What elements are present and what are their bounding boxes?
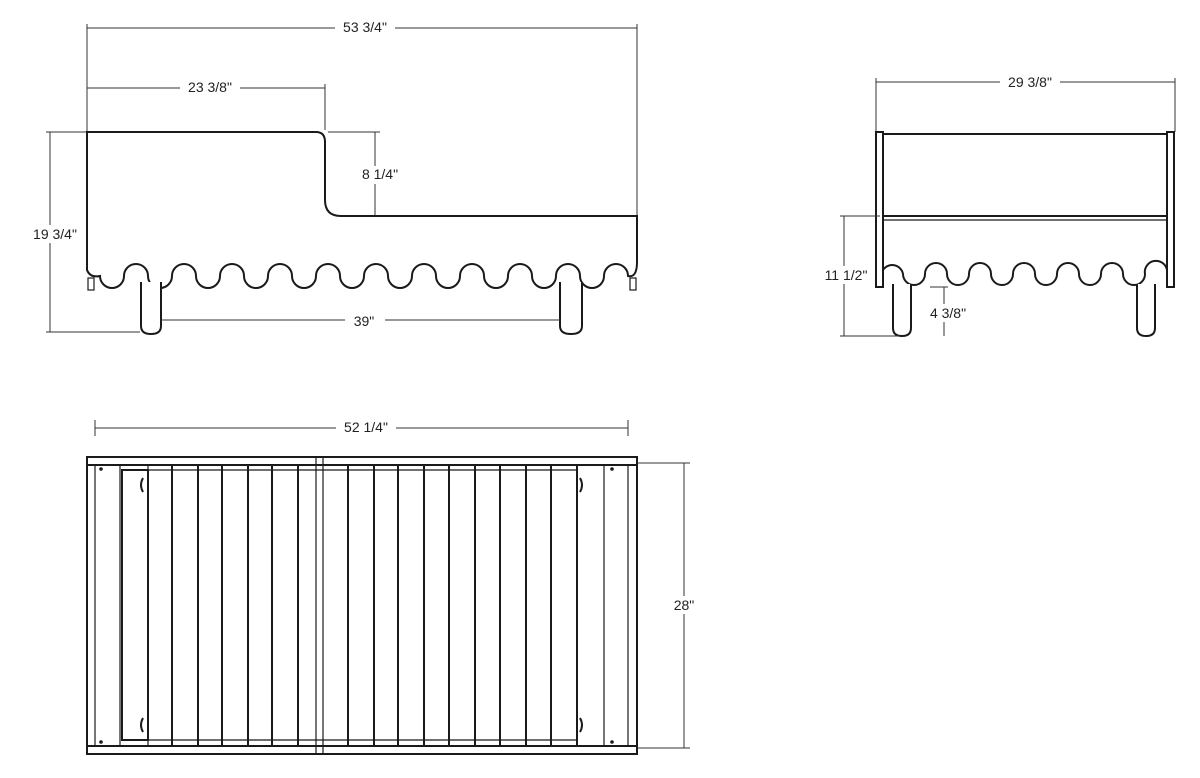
side-end-post-right [629, 277, 637, 291]
dim-top-overall-width: 28" [636, 462, 702, 749]
dim-side-leg-spacing: 39" [161, 312, 560, 330]
bracket-top-left [140, 477, 144, 493]
dim-top-overall-length: 52 1/4" [94, 418, 629, 436]
dim-side-overall-length: 53 3/4" [86, 18, 638, 216]
label-side-high-section: 23 3/8" [188, 79, 232, 95]
side-leg-left [140, 282, 162, 336]
end-lower-panel [882, 215, 1168, 286]
side-leg-right [559, 282, 583, 336]
side-view: 53 3/4" 23 3/8" 8 1/4" 19 3/4" [26, 18, 638, 336]
label-side-overall-height: 19 3/4" [33, 226, 77, 242]
label-top-overall-width: 28" [674, 597, 695, 613]
label-top-overall-length: 52 1/4" [344, 419, 388, 435]
dim-end-overall-width: 29 3/8" [875, 73, 1176, 132]
dim-side-high-section: 23 3/8" [86, 78, 326, 132]
top-view: 52 1/4" 28" [86, 418, 702, 755]
end-post-left [875, 131, 884, 288]
label-end-leg-height: 4 3/8" [930, 305, 966, 321]
label-side-overall-length: 53 3/4" [343, 19, 387, 35]
bracket-bottom-right [579, 717, 583, 733]
end-leg-right [1136, 284, 1156, 338]
bracket-bottom-left [140, 717, 144, 733]
dim-end-lower-height: 11 1/2" [818, 215, 900, 337]
side-frame-outline [86, 131, 638, 289]
end-headboard-panel [882, 133, 1168, 217]
label-end-lower-height: 11 1/2" [825, 267, 868, 283]
top-slats [121, 464, 578, 747]
dim-end-leg-height: 4 3/8" [922, 286, 972, 336]
end-leg-left [892, 284, 912, 338]
end-view: 29 3/8" 11 1/2" 4 3/8" [818, 73, 1176, 338]
label-side-leg-spacing: 39" [354, 313, 375, 329]
bracket-top-right [579, 477, 583, 493]
dim-side-overall-height: 19 3/4" [26, 131, 140, 333]
top-frame-outer [86, 456, 638, 755]
label-end-overall-width: 29 3/8" [1008, 74, 1052, 90]
label-side-step-height: 8 1/4" [362, 166, 398, 182]
dim-side-step-height: 8 1/4" [328, 131, 402, 216]
end-post-right [1166, 131, 1175, 288]
side-end-post-left [87, 277, 95, 291]
